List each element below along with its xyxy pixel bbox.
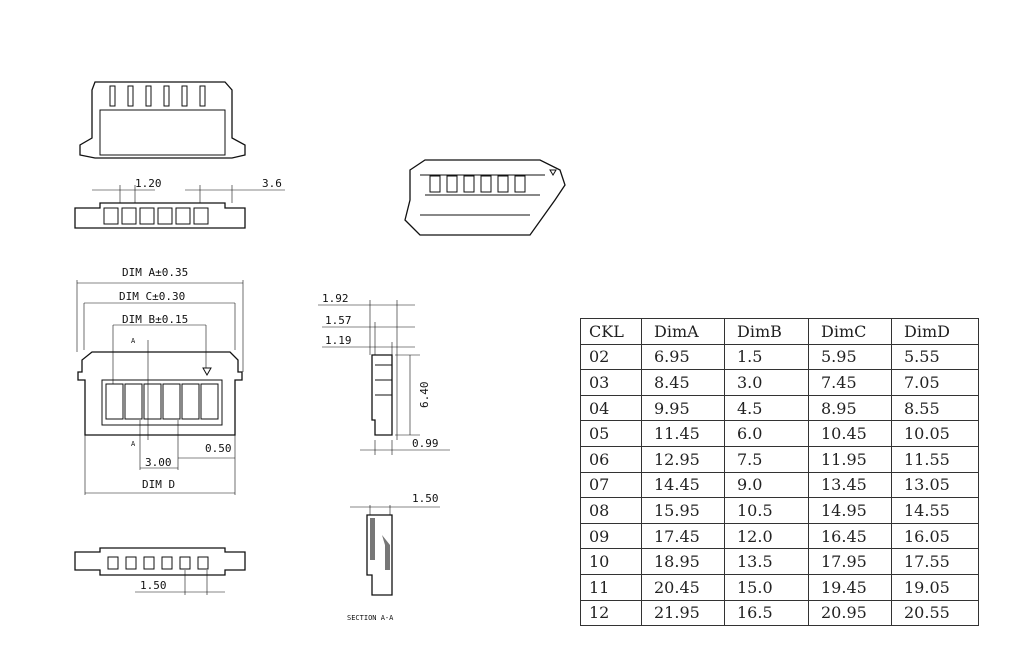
table-cell: 20.95 bbox=[808, 599, 892, 627]
dim-1-92-label: 1.92 bbox=[322, 292, 349, 305]
table-cell: 8.95 bbox=[808, 394, 892, 422]
dim-1-19-label: 1.19 bbox=[325, 334, 352, 347]
header-ckl: CKL bbox=[580, 318, 642, 345]
table-cell: 5.55 bbox=[891, 343, 979, 371]
table-cell: 19.45 bbox=[808, 573, 892, 601]
dim-d-label: DIM D bbox=[142, 478, 175, 491]
section-width-label: 1.50 bbox=[412, 492, 439, 505]
table-cell: 7.45 bbox=[808, 369, 892, 396]
table-cell: 4.5 bbox=[724, 394, 809, 422]
bottom-pitch-label: 1.50 bbox=[140, 579, 167, 592]
bottom-view: 1.50 bbox=[74, 547, 246, 595]
table-cell: 12.0 bbox=[724, 522, 809, 550]
dim-1-57-label: 1.57 bbox=[325, 314, 352, 327]
table-cell: 14.45 bbox=[641, 471, 725, 499]
table-cell: 10.5 bbox=[724, 497, 809, 524]
table-cell: 08 bbox=[580, 497, 642, 524]
top-view bbox=[79, 81, 246, 159]
pitch-1-20-label: 1.20 bbox=[135, 177, 162, 190]
section-a-a-view: 1.50 SECTION A-A bbox=[347, 492, 440, 622]
table-cell: 17.45 bbox=[641, 522, 725, 550]
table-cell: 20.55 bbox=[891, 599, 979, 627]
front-small-view: 1.20 3.6 bbox=[74, 177, 285, 229]
table-cell: 9.95 bbox=[641, 394, 725, 422]
table-cell: 17.95 bbox=[808, 548, 892, 575]
height-6-40-label: 6.40 bbox=[418, 382, 431, 409]
header-dimd: DimD bbox=[891, 318, 979, 345]
table-cell: 18.95 bbox=[641, 548, 725, 575]
dim-a-label: DIM A±0.35 bbox=[122, 266, 188, 279]
table-cell: 14.95 bbox=[808, 497, 892, 524]
table-cell: 05 bbox=[580, 420, 642, 447]
section-title: SECTION A-A bbox=[347, 614, 394, 622]
table-cell: 15.95 bbox=[641, 497, 725, 524]
table-cell: 10 bbox=[580, 548, 642, 575]
table-cell: 11.95 bbox=[808, 445, 892, 473]
table-cell: 14.55 bbox=[891, 497, 979, 524]
table-cell: 13.05 bbox=[891, 471, 979, 499]
table-cell: 6.95 bbox=[641, 343, 725, 371]
table-cell: 10.05 bbox=[891, 420, 979, 447]
table-cell: 12.95 bbox=[641, 445, 725, 473]
table-cell: 12 bbox=[580, 599, 642, 627]
table-cell: 11.45 bbox=[641, 420, 725, 447]
table-cell: 04 bbox=[580, 394, 642, 422]
table-cell: 5.95 bbox=[808, 343, 892, 371]
table-cell: 6.0 bbox=[724, 420, 809, 447]
table-cell: 20.45 bbox=[641, 573, 725, 601]
table-cell: 02 bbox=[580, 343, 642, 371]
table-cell: 09 bbox=[580, 522, 642, 550]
table-cell: 16.05 bbox=[891, 522, 979, 550]
table-cell: 07 bbox=[580, 471, 642, 499]
table-cell: 19.05 bbox=[891, 573, 979, 601]
table-cell: 21.95 bbox=[641, 599, 725, 627]
base-0-99-label: 0.99 bbox=[412, 437, 439, 450]
table-cell: 7.05 bbox=[891, 369, 979, 396]
table-cell: 1.5 bbox=[724, 343, 809, 371]
table-cell: 8.45 bbox=[641, 369, 725, 396]
table-cell: 9.0 bbox=[724, 471, 809, 499]
section-marker-top: A bbox=[131, 337, 136, 345]
table-cell: 13.5 bbox=[724, 548, 809, 575]
table-cell: 17.55 bbox=[891, 548, 979, 575]
offset-0-50-label: 0.50 bbox=[205, 442, 232, 455]
table-cell: 11 bbox=[580, 573, 642, 601]
table-cell: 13.45 bbox=[808, 471, 892, 499]
isometric-view bbox=[404, 159, 566, 236]
table-cell: 11.55 bbox=[891, 445, 979, 473]
table-cell: 8.55 bbox=[891, 394, 979, 422]
table-cell: 16.45 bbox=[808, 522, 892, 550]
table-cell: 15.0 bbox=[724, 573, 809, 601]
pitch-3-00-label: 3.00 bbox=[145, 456, 172, 469]
table-header-row: CKL DimA DimB DimC DimD bbox=[580, 318, 979, 345]
main-front-view: DIM A±0.35 DIM C±0.30 DIM B±0.15 3.00 0.… bbox=[76, 266, 244, 495]
table-cell: 06 bbox=[580, 445, 642, 473]
header-dimb: DimB bbox=[724, 318, 809, 345]
section-marker-bottom: A bbox=[131, 440, 136, 448]
table-cell: 16.5 bbox=[724, 599, 809, 627]
table-cell: 3.0 bbox=[724, 369, 809, 396]
table-cell: 03 bbox=[580, 369, 642, 396]
width-3-6-label: 3.6 bbox=[262, 177, 282, 190]
dim-b-label: DIM B±0.15 bbox=[122, 313, 188, 326]
dim-c-label: DIM C±0.30 bbox=[119, 290, 185, 303]
table-cell: 7.5 bbox=[724, 445, 809, 473]
header-dimc: DimC bbox=[808, 318, 892, 345]
header-dima: DimA bbox=[641, 318, 725, 345]
table-cell: 10.45 bbox=[808, 420, 892, 447]
side-view: 1.92 1.57 1.19 6.40 0.99 bbox=[318, 292, 450, 455]
